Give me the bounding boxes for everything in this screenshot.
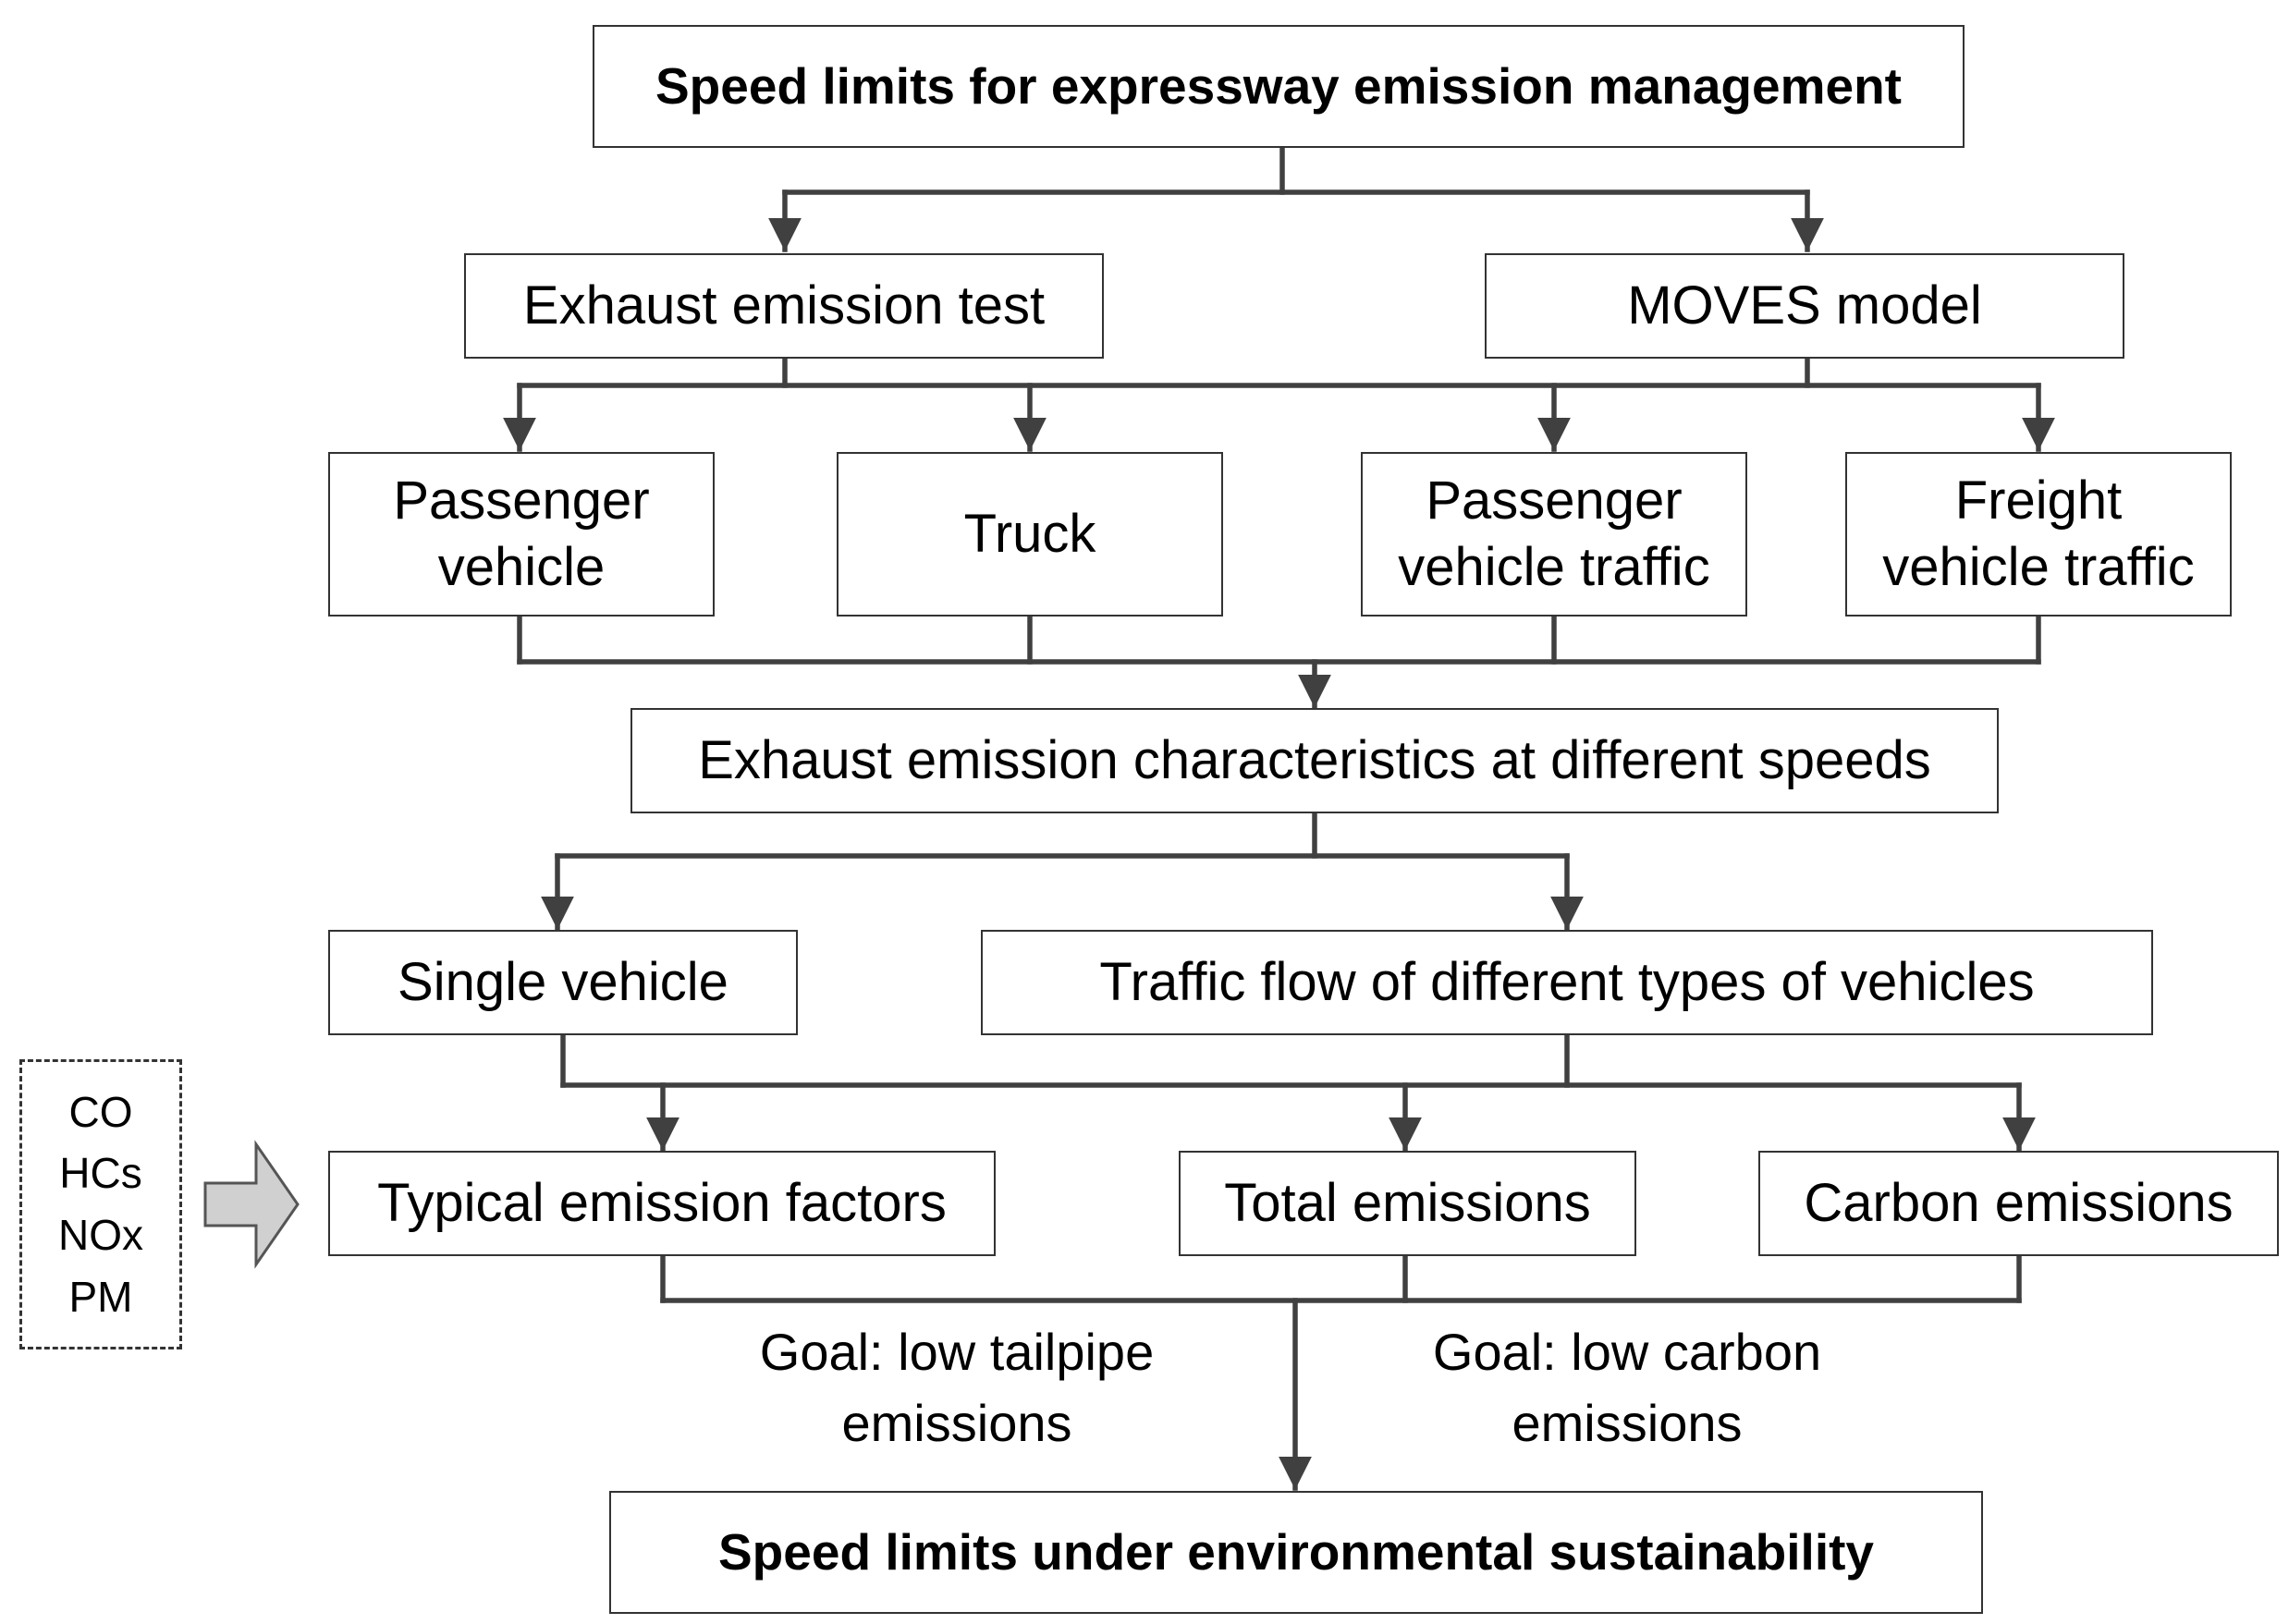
goal-tailpipe-line-2: emissions [841, 1394, 1072, 1453]
freight-traffic-line-1: Freight [1954, 470, 2123, 531]
passenger-traffic-line-2: vehicle traffic [1398, 537, 1710, 597]
passenger-vehicle-box: Passenger vehicle [328, 452, 715, 617]
passenger-traffic-line-1: Passenger [1426, 470, 1683, 531]
passenger-vehicle-traffic-box: Passenger vehicle traffic [1361, 452, 1747, 617]
environmental-speed-limits-result: Speed limits under environmental sustain… [609, 1491, 1983, 1614]
pollutant-nox: NOx [58, 1211, 143, 1259]
pollutant-co: CO [68, 1087, 133, 1136]
truck-box: Truck [837, 452, 1223, 617]
pollutants-box: CO HCs NOx PM [19, 1059, 182, 1349]
emission-characteristics-box: Exhaust emission characteristics at diff… [630, 708, 1999, 813]
pollutant-arrow-icon [203, 1140, 300, 1269]
freight-vehicle-traffic-box: Freight vehicle traffic [1845, 452, 2232, 617]
expressway-speed-limits-title: Speed limits for expressway emission man… [593, 25, 1965, 148]
total-emissions-box: Total emissions [1179, 1151, 1636, 1256]
freight-traffic-line-2: vehicle traffic [1882, 537, 2195, 597]
goal-carbon-line-2: emissions [1512, 1394, 1743, 1453]
goal-tailpipe-line-1: Goal: low tailpipe [759, 1323, 1155, 1381]
typical-emission-factors-box: Typical emission factors [328, 1151, 996, 1256]
goal-carbon-line-1: Goal: low carbon [1432, 1323, 1822, 1381]
passenger-vehicle-line-1: Passenger [393, 470, 650, 531]
passenger-vehicle-line-2: vehicle [437, 537, 606, 597]
carbon-emissions-box: Carbon emissions [1758, 1151, 2279, 1256]
moves-model-box: MOVES model [1485, 253, 2124, 359]
goal-low-tailpipe-note: Goal: low tailpipe emissions [693, 1316, 1220, 1459]
single-vehicle-box: Single vehicle [328, 930, 798, 1035]
exhaust-emission-test-box: Exhaust emission test [464, 253, 1104, 359]
pollutant-pm: PM [68, 1272, 133, 1321]
goal-low-carbon-note: Goal: low carbon emissions [1364, 1316, 1891, 1459]
traffic-flow-box: Traffic flow of different types of vehic… [981, 930, 2153, 1035]
pollutant-hcs: HCs [59, 1149, 142, 1198]
